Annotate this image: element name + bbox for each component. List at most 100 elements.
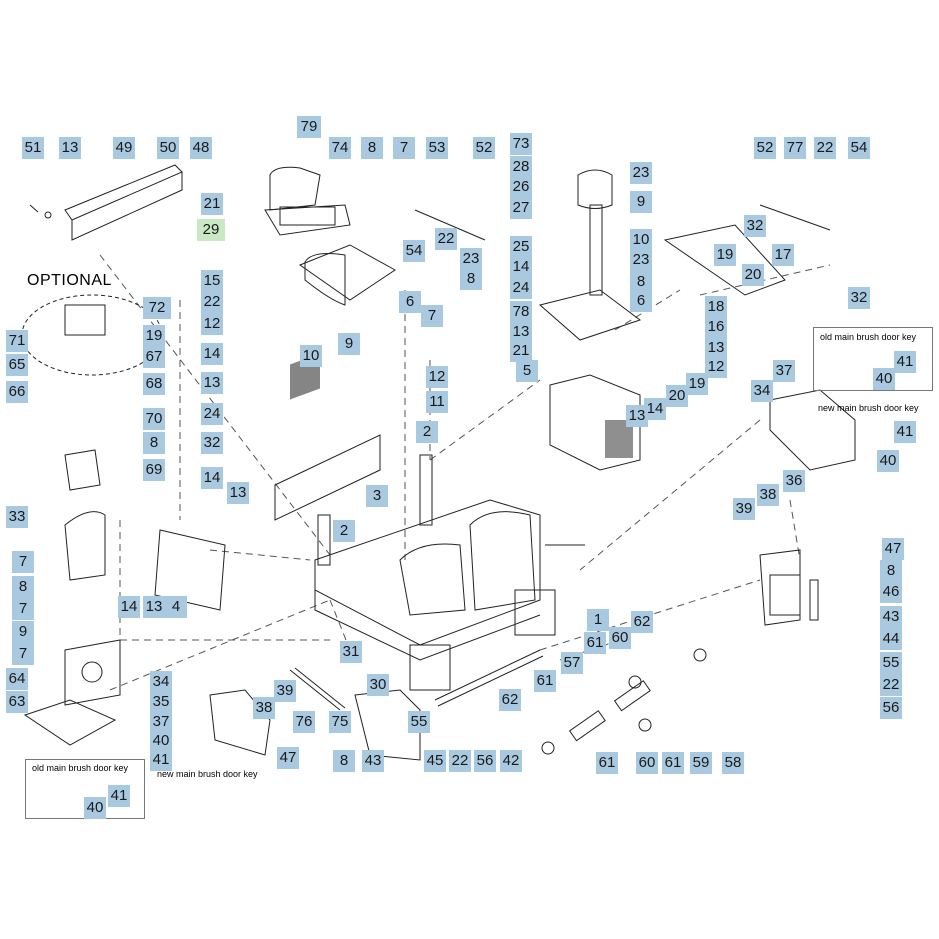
callout-23: 23 [630,162,652,184]
callout-37: 37 [773,360,795,382]
callout-22: 22 [435,228,457,250]
callout-22: 22 [449,750,471,772]
callout-19: 19 [143,325,165,347]
callout-20: 20 [742,264,764,286]
callout-55: 55 [880,652,902,674]
callout-34: 34 [150,671,172,693]
callout-34: 34 [751,380,773,402]
callout-2: 2 [416,421,438,443]
callout-8: 8 [630,271,652,293]
callout-35: 35 [150,691,172,713]
callout-41: 41 [108,785,130,807]
callout-23: 23 [630,249,652,271]
callout-1: 1 [587,609,609,631]
callout-13: 13 [626,405,648,427]
callout-7: 7 [12,643,34,665]
callout-30: 30 [367,674,389,696]
callout-40: 40 [877,450,899,472]
callout-75: 75 [329,711,351,733]
callout-33: 33 [6,506,28,528]
callout-26: 26 [510,176,532,198]
callout-47: 47 [277,747,299,769]
callout-32: 32 [848,287,870,309]
callout-51: 51 [22,137,44,159]
callout-61: 61 [534,670,556,692]
callout-8: 8 [12,576,34,598]
callout-62: 62 [631,611,653,633]
new-key-note-right: new main brush door key [818,403,919,413]
callout-13: 13 [227,482,249,504]
callout-21: 21 [201,193,223,215]
callout-9: 9 [338,333,360,355]
callout-48: 48 [190,137,212,159]
callout-79: 79 [297,116,321,138]
callout-7: 7 [12,551,34,573]
callout-41: 41 [894,421,916,443]
callout-22: 22 [814,137,836,159]
callout-44: 44 [880,628,902,650]
callout-31: 31 [340,641,362,663]
callout-58: 58 [722,752,744,774]
callout-52: 52 [473,137,495,159]
callout-65: 65 [6,354,28,376]
callout-56: 56 [474,750,496,772]
callout-68: 68 [143,373,165,395]
callout-13: 13 [143,596,165,618]
callout-61: 61 [596,752,618,774]
callout-40: 40 [150,730,172,752]
callout-11: 11 [426,391,448,413]
callout-14: 14 [118,596,140,618]
callout-24: 24 [201,403,223,425]
callout-22: 22 [880,674,902,696]
callout-16: 16 [705,316,727,338]
callout-66: 66 [6,381,28,403]
callout-43: 43 [362,750,384,772]
callout-4: 4 [165,596,187,618]
callout-61: 61 [584,632,606,654]
callout-21: 21 [510,340,532,362]
callout-29: 29 [197,219,225,241]
callout-53: 53 [426,137,448,159]
callout-6: 6 [630,290,652,312]
callout-54: 54 [403,240,425,262]
callout-39: 39 [274,680,296,702]
callout-42: 42 [500,750,522,772]
callout-13: 13 [705,337,727,359]
callout-25: 25 [510,236,532,258]
callout-45: 45 [424,750,446,772]
callout-14: 14 [201,343,223,365]
callout-32: 32 [201,432,223,454]
callout-20: 20 [666,385,688,407]
callout-57: 57 [561,652,583,674]
callout-9: 9 [630,191,652,213]
callout-54: 54 [848,137,870,159]
callout-14: 14 [201,467,223,489]
callout-13: 13 [201,372,223,394]
callout-7: 7 [421,305,443,327]
callout-49: 49 [113,137,135,159]
new-key-note-left: new main brush door key [157,769,258,779]
callout-28: 28 [510,156,532,178]
callout-40: 40 [873,368,895,390]
callout-38: 38 [757,484,779,506]
callout-55: 55 [408,711,430,733]
callout-27: 27 [510,197,532,219]
callout-50: 50 [157,137,179,159]
callout-72: 72 [143,297,171,319]
callout-46: 46 [880,581,902,603]
callout-18: 18 [705,296,727,318]
callout-43: 43 [880,606,902,628]
callout-12: 12 [426,366,448,388]
callout-69: 69 [143,459,165,481]
callout-13: 13 [510,321,532,343]
callout-8: 8 [880,560,902,582]
callout-9: 9 [12,621,34,643]
callout-17: 17 [772,244,794,266]
optional-label: OPTIONAL [27,272,112,289]
callout-77: 77 [784,137,806,159]
callout-12: 12 [201,313,223,335]
callout-14: 14 [644,398,666,420]
callout-24: 24 [510,277,532,299]
callout-3: 3 [366,485,388,507]
callout-60: 60 [609,627,631,649]
